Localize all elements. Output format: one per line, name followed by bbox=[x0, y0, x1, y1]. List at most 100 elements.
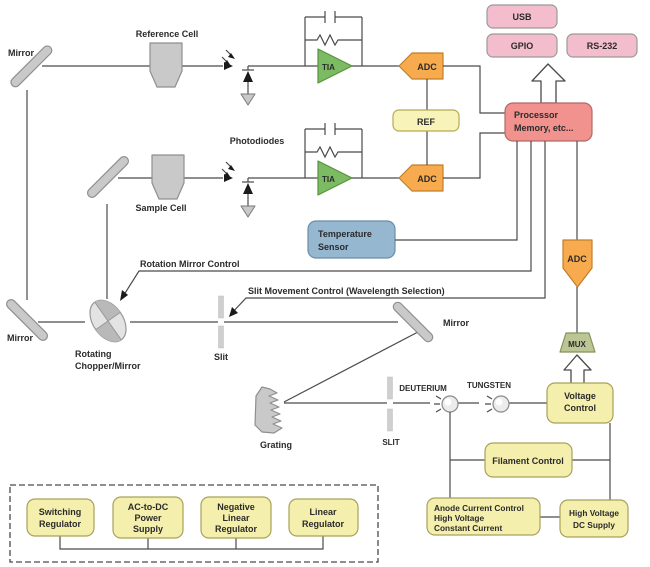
acdc-label-line2: Power bbox=[134, 513, 162, 523]
upper-slit-bottom-bar bbox=[218, 325, 224, 349]
voltage-control-label-line1: Voltage bbox=[564, 391, 596, 401]
tia2-feedback-loop bbox=[304, 123, 363, 178]
temperature-label-line1: Temperature bbox=[318, 229, 372, 239]
reference-cell bbox=[149, 42, 183, 88]
mirror-top-left bbox=[10, 45, 53, 88]
mirror-right bbox=[392, 301, 434, 343]
adc-to-processor-wires bbox=[443, 65, 505, 179]
linear-regulator-label-line2: Regulator bbox=[302, 519, 345, 529]
photodiode1-ground bbox=[240, 93, 256, 106]
photodiode1-ray-arrowhead-1 bbox=[228, 53, 235, 59]
grating-label: Grating bbox=[260, 440, 292, 450]
tia1-feedback-loop bbox=[304, 11, 363, 66]
rotation-control-arrowhead bbox=[120, 290, 128, 301]
mux-label: MUX bbox=[568, 340, 586, 349]
hv-dc-label-line2: DC Supply bbox=[573, 520, 615, 530]
photodiode1-wire bbox=[247, 65, 318, 94]
tia1-label: TIA bbox=[322, 63, 335, 72]
lower-slit-bottom-bar bbox=[387, 408, 393, 432]
negative-regulator-label-line3: Regulator bbox=[215, 524, 258, 534]
photodiode2-ray-arrowhead-2 bbox=[224, 172, 231, 178]
sample-cell bbox=[151, 154, 185, 200]
slit-control-arrowhead bbox=[229, 307, 238, 317]
upper-slit-label: Slit bbox=[214, 352, 228, 362]
mirror-top-left-label: Mirror bbox=[8, 48, 35, 58]
chopper-label-line2: Chopper/Mirror bbox=[75, 361, 141, 371]
linear-regulator-label-line1: Linear bbox=[309, 507, 337, 517]
rs232-block bbox=[566, 33, 638, 58]
hv-dc-supply-block bbox=[559, 499, 629, 538]
rs232-label: RS-232 bbox=[587, 41, 618, 51]
usb-block bbox=[486, 4, 558, 29]
acdc-power-supply-block bbox=[112, 496, 184, 539]
slit-control-wire bbox=[230, 141, 546, 315]
mux-block bbox=[559, 332, 596, 353]
reference-beam-line bbox=[42, 65, 223, 179]
power-supply-group-outline bbox=[9, 484, 379, 563]
photodiode1-ray-arrowhead-2 bbox=[224, 60, 231, 66]
tia1-amplifier bbox=[317, 48, 353, 84]
tungsten-label: TUNGSTEN bbox=[467, 381, 511, 390]
voltage-control-block bbox=[546, 382, 614, 424]
photodiode1-diode bbox=[243, 71, 253, 82]
processor-block bbox=[504, 102, 593, 142]
temperature-sensor-wire bbox=[395, 141, 518, 241]
adc2-label: ADC bbox=[417, 174, 437, 184]
tungsten-lamp-highlight bbox=[495, 398, 503, 406]
upper-slit-top-bar bbox=[218, 295, 224, 319]
negative-linear-regulator-block bbox=[200, 496, 272, 539]
grating bbox=[254, 386, 283, 434]
acdc-label-line1: AC-to-DC bbox=[128, 502, 169, 512]
rotation-control-wire bbox=[121, 141, 532, 299]
mirror-bottom-left bbox=[5, 298, 49, 342]
adc3-label: ADC bbox=[567, 254, 587, 264]
negative-regulator-label-line1: Negative bbox=[217, 502, 255, 512]
anode-label-line2: High Voltage bbox=[434, 513, 484, 523]
tungsten-rays bbox=[485, 395, 493, 413]
tia2-label: TIA bbox=[322, 175, 335, 184]
sample-cell-label: Sample Cell bbox=[135, 203, 186, 213]
filament-control-label: Filament Control bbox=[492, 456, 564, 466]
tia2-feedback-resistor bbox=[305, 145, 362, 159]
processor-label-line1: Processor bbox=[514, 110, 559, 120]
lower-slit-label: SLIT bbox=[382, 438, 399, 447]
rotating-chopper bbox=[89, 299, 127, 343]
rotation-control-label: Rotation Mirror Control bbox=[140, 259, 240, 269]
voltage-mux-arrow bbox=[563, 354, 592, 387]
gpio-label: GPIO bbox=[511, 41, 534, 51]
processor-label-line2: Memory, etc... bbox=[514, 123, 573, 133]
switching-regulator-label-line1: Switching bbox=[39, 507, 82, 517]
ref-block bbox=[392, 109, 460, 132]
photodiode2-ground bbox=[240, 205, 256, 218]
photodiode2-ray-arrowhead-1 bbox=[228, 165, 235, 171]
acdc-label-line3: Supply bbox=[133, 524, 163, 534]
adc3-block bbox=[562, 239, 593, 288]
ref-label: REF bbox=[417, 117, 436, 127]
deuterium-lamp-highlight bbox=[444, 398, 452, 406]
photodiode2-wire bbox=[247, 177, 318, 206]
reference-cell-label: Reference Cell bbox=[136, 29, 199, 39]
voltage-control-label-line2: Control bbox=[564, 403, 596, 413]
mirror-sample bbox=[86, 155, 130, 199]
usb-label: USB bbox=[512, 12, 532, 22]
temperature-label-line2: Sensor bbox=[318, 242, 349, 252]
photodiodes-label: Photodiodes bbox=[230, 136, 285, 146]
switching-regulator-label-line2: Regulator bbox=[39, 519, 82, 529]
filament-control-block bbox=[484, 442, 573, 478]
anode-label-line3: Constant Current bbox=[434, 523, 502, 533]
deuterium-rays bbox=[434, 395, 442, 413]
mirror-grating-diagonal bbox=[283, 331, 419, 403]
deuterium-label: DEUTERIUM bbox=[399, 384, 447, 393]
hv-dc-label-line1: High Voltage bbox=[569, 508, 619, 518]
adc1-label: ADC bbox=[417, 62, 437, 72]
gpio-block bbox=[486, 33, 558, 58]
tia2-amplifier bbox=[317, 160, 353, 196]
temperature-sensor-block bbox=[307, 220, 396, 259]
lower-slit-top-bar bbox=[387, 376, 393, 400]
mirror-right-label: Mirror bbox=[443, 318, 470, 328]
mirror-bottom-left-label: Mirror bbox=[7, 333, 34, 343]
anode-label-line1: Anode Current Control bbox=[434, 503, 524, 513]
chopper-label-line1: Rotating bbox=[75, 349, 112, 359]
mirror-link-lines bbox=[26, 90, 108, 300]
